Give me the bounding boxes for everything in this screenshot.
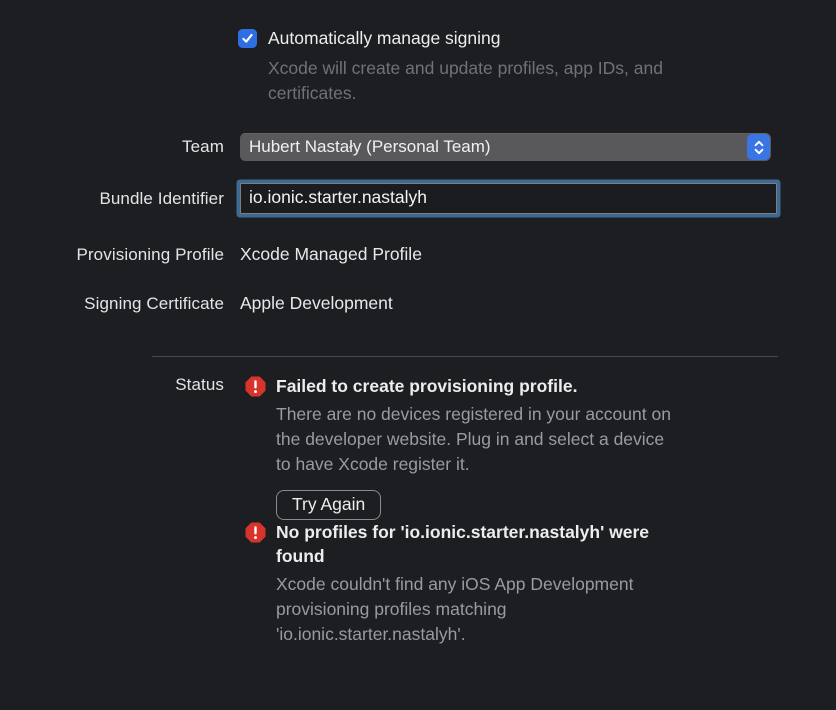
status-label: Status [175, 375, 224, 394]
provisioning-profile-value: Xcode Managed Profile [240, 244, 422, 264]
error-description: Xcode couldn't find any iOS App Developm… [276, 574, 634, 644]
bundle-identifier-row: Bundle Identifier [0, 183, 836, 214]
error-description: There are no devices registered in your … [276, 404, 671, 474]
checkmark-icon [241, 32, 254, 45]
auto-manage-signing-label[interactable]: Automatically manage signing [268, 28, 501, 48]
auto-manage-signing-description: Xcode will create and update profiles, a… [268, 58, 663, 103]
team-label: Team [182, 137, 224, 156]
signing-certificate-row: Signing Certificate Apple Development [0, 293, 836, 314]
section-divider [152, 356, 778, 357]
status-row: Status Failed to create provisioning pro… [0, 374, 836, 647]
auto-manage-signing-checkbox[interactable] [238, 29, 257, 48]
error-octagon-icon [245, 376, 266, 397]
try-again-button[interactable]: Try Again [276, 490, 382, 520]
status-error-provisioning: Failed to create provisioning profile. T… [240, 374, 836, 520]
status-error-no-profiles: No profiles for 'io.ionic.starter.nastal… [240, 520, 836, 647]
signing-certificate-value: Apple Development [240, 293, 393, 313]
provisioning-profile-row: Provisioning Profile Xcode Managed Profi… [0, 244, 836, 265]
signing-certificate-label: Signing Certificate [84, 293, 224, 313]
bundle-identifier-label: Bundle Identifier [99, 188, 224, 208]
team-row: Team Hubert Nastały (Personal Team) [0, 133, 836, 161]
error-octagon-icon [245, 522, 266, 543]
team-dropdown[interactable]: Hubert Nastały (Personal Team) [240, 133, 771, 161]
team-dropdown-value: Hubert Nastały (Personal Team) [249, 137, 491, 156]
chevron-up-down-icon[interactable] [747, 134, 770, 160]
bundle-identifier-input[interactable] [240, 183, 777, 214]
error-title: No profiles for 'io.ionic.starter.nastal… [276, 522, 650, 566]
auto-manage-signing-row: Automatically manage signing [238, 28, 836, 49]
provisioning-profile-label: Provisioning Profile [76, 244, 224, 264]
error-title: Failed to create provisioning profile. [276, 376, 578, 396]
